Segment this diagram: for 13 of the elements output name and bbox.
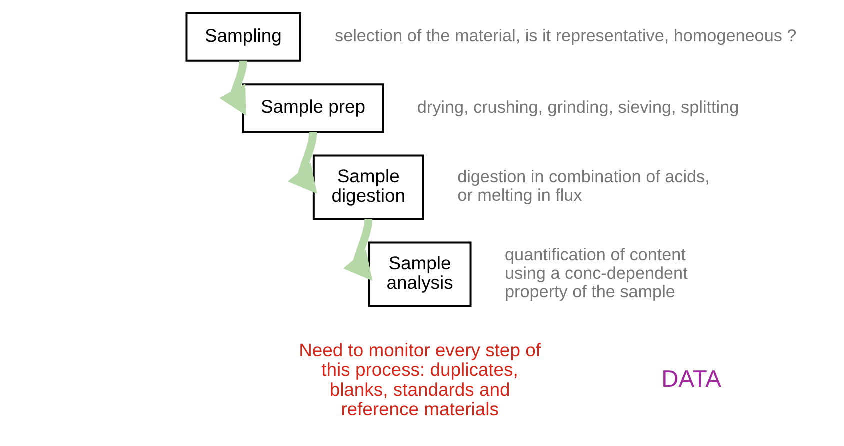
node-label: digestion in combination of acids, or melting in flux	[458, 166, 710, 206]
label: DATA	[662, 366, 722, 393]
arrow	[220, 60, 248, 116]
node-label: quantification of content using a conc-dependent property of the sample	[505, 244, 688, 302]
node-label: selection of the material, is it representative, homogeneous ?	[335, 26, 797, 46]
node-box: Sample analysis	[368, 242, 472, 308]
node-box: Sample prep	[242, 84, 384, 134]
node-label: drying, crushing, grinding, sieving, splitting	[417, 96, 740, 117]
arrow	[343, 218, 373, 281]
arrow	[288, 132, 318, 194]
label: Need to monitor every step of this process: duplicates, blanks, standards and reference materials	[299, 339, 541, 420]
node-box: Sample digestion	[312, 154, 424, 220]
node-box: Sampling	[186, 12, 302, 62]
